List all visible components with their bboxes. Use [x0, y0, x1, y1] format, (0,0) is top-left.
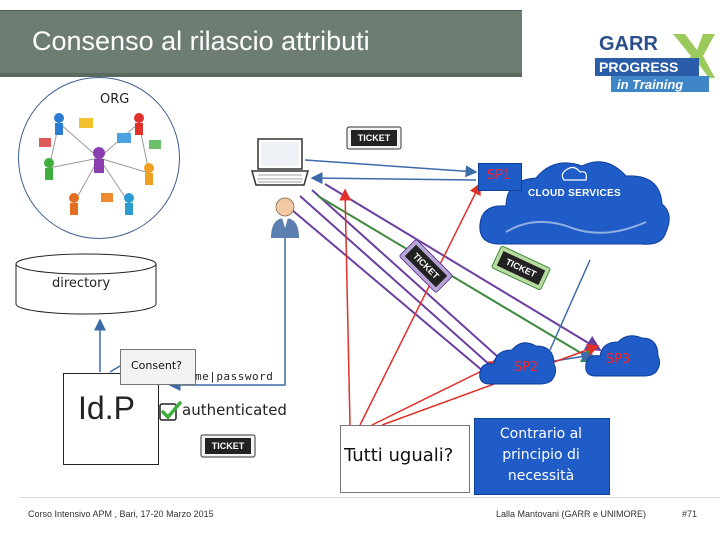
ticket-text: TICKET	[358, 133, 391, 143]
red-arrow-laptop	[339, 188, 352, 426]
cloud-glyph-icon	[561, 166, 587, 181]
org-label: ORG	[100, 92, 130, 107]
directory-label: directory	[52, 276, 111, 291]
org-network-ellipse	[18, 77, 180, 239]
tutti-uguali-box	[340, 425, 470, 493]
footer-divider	[20, 497, 720, 498]
laptop-icon	[251, 138, 309, 186]
slide-number: #71	[682, 509, 698, 519]
purple-arrow-2	[299, 195, 502, 376]
ticket-text-idp: TICKET	[212, 441, 245, 451]
logo-line2-text: in Training	[617, 77, 683, 92]
tutti-uguali-label: Tutti uguali?	[344, 445, 454, 466]
cloud-services-icon	[479, 161, 670, 245]
purple-arrow-4	[291, 209, 498, 384]
people-network-icon	[39, 113, 161, 215]
consent-box	[120, 349, 196, 385]
purple-arrow-1	[311, 189, 510, 368]
laptop-sp1-arrow	[304, 159, 478, 178]
idp-box	[63, 373, 159, 465]
logo-brand-text: GARR	[599, 33, 658, 55]
consent-label: Consent?	[131, 359, 183, 372]
cloud-services-label: CLOUD SERVICES	[528, 188, 621, 199]
red-arrow-sp2	[371, 361, 502, 426]
username-password-label: me|password	[195, 370, 274, 383]
sp3-label: SP3	[605, 352, 631, 367]
sp1-box	[478, 163, 522, 191]
red-arrow-sp1	[359, 182, 481, 426]
green-arrow	[317, 195, 598, 364]
red-arrow-sp3	[381, 343, 600, 426]
sp2-cloud-icon	[479, 342, 557, 385]
title-bar	[0, 10, 522, 77]
logo-line1-text: PROGRESS	[599, 59, 678, 75]
authenticated-label: authenticated	[182, 401, 287, 419]
idp-label: Id.P	[78, 390, 135, 426]
ticket-icon-rotated-green: TICKET	[491, 245, 551, 291]
garr-logo: GARR PROGRESS in Training	[595, 28, 715, 96]
contrario-box	[474, 418, 610, 495]
user-icon	[271, 197, 299, 238]
directory-cylinder	[15, 253, 157, 315]
ticket-icon-idp: TICKET	[200, 434, 256, 458]
sp1-laptop-arrow	[310, 172, 477, 185]
idp-consent-line	[109, 365, 121, 373]
slide-title: Consenso al rilascio attributi	[32, 26, 370, 56]
sp2-label: SP2	[513, 360, 539, 375]
contrario-label: Contrario al principio di necessità	[499, 426, 583, 484]
footer-author: Lalla Mantovani (GARR e UNIMORE)	[496, 509, 647, 519]
ticket-icon: TICKET	[346, 126, 402, 150]
user-idp-arrow	[168, 238, 286, 391]
sp3-cloud-icon	[585, 335, 661, 377]
footer-course: Corso Intensivo APM , Bari, 17-20 Marzo …	[28, 509, 214, 519]
sp1-label: SP1	[486, 168, 512, 183]
ticket-icon-rotated-purple: TICKET	[399, 239, 453, 293]
checkmark-icon	[159, 401, 182, 421]
sp3-cloud-line	[549, 259, 591, 351]
purple-arrow-3	[324, 183, 602, 352]
